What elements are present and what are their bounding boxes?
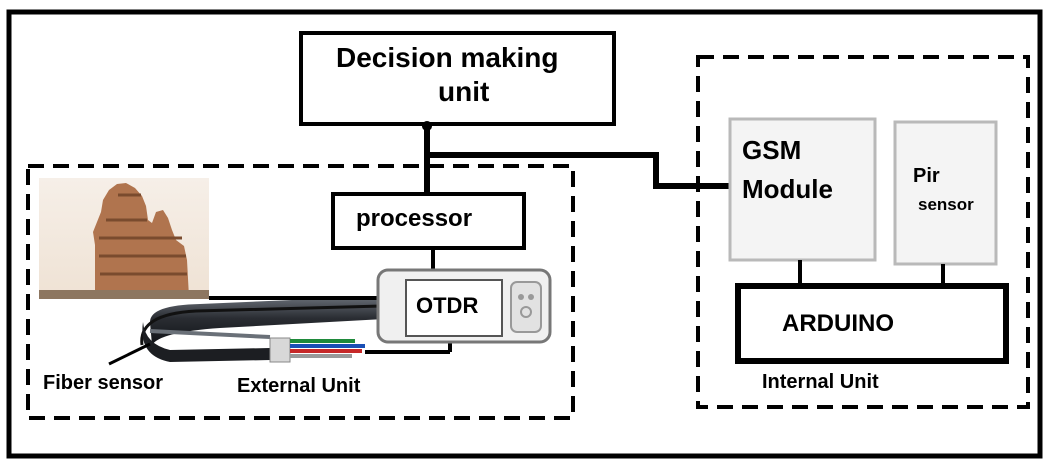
arduino-label: ARDUINO: [782, 310, 894, 337]
pir-label: Pir: [913, 165, 940, 187]
module-label: Module: [742, 174, 833, 204]
decision-making-unit-box: [299, 31, 616, 126]
sensor-label: sensor: [918, 195, 974, 214]
monument-photo: [39, 178, 209, 299]
fiber-sensor-label: Fiber sensor: [43, 372, 164, 394]
fiber-cable: [140, 296, 452, 363]
external-unit-label: External Unit: [237, 375, 361, 397]
gsm-module-box: [728, 117, 877, 262]
outer-frame: [6, 9, 1043, 459]
processor-label: processor: [356, 205, 473, 232]
fiber-sensor-pointer: [108, 342, 151, 366]
arduino-box: [735, 283, 1009, 364]
junction-dot: [422, 121, 432, 131]
pir-sensor-box: [893, 120, 998, 266]
otdr-device: [376, 268, 552, 344]
gsm-label: GSM: [742, 135, 802, 165]
otdr-label: OTDR: [416, 293, 479, 318]
internal-unit-label: Internal Unit: [762, 371, 879, 393]
internal-unit-boundary: [696, 55, 1030, 409]
decision-to-gsm-link: [427, 152, 730, 189]
decision-unit-label: unit: [438, 76, 490, 107]
decision-making-label: Decision making: [336, 42, 559, 73]
processor-box: [331, 192, 526, 250]
